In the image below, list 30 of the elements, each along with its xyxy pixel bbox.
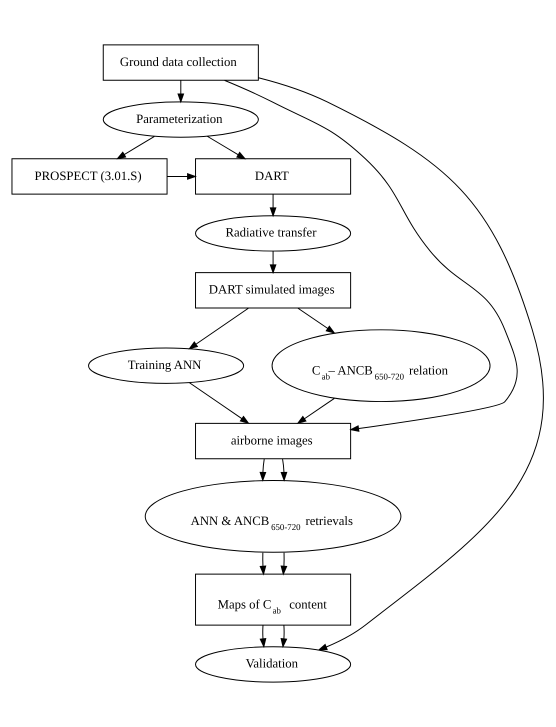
arrow bbox=[280, 458, 288, 482]
node-ellipse: Validation bbox=[195, 646, 352, 683]
arrow bbox=[259, 458, 266, 482]
node-box: DART bbox=[195, 158, 352, 195]
arrow bbox=[188, 382, 250, 424]
arrow bbox=[270, 250, 277, 274]
arrow bbox=[260, 552, 266, 576]
arrow bbox=[296, 398, 335, 424]
node-box: Ground data collection bbox=[102, 44, 259, 81]
node-box: DART simulated images bbox=[195, 272, 352, 308]
node-ellipse: Parameterization bbox=[102, 101, 259, 138]
node-box: Maps of C$_{ab}$ content bbox=[195, 574, 352, 626]
arrow bbox=[280, 624, 288, 648]
arrow bbox=[188, 308, 250, 350]
arrow bbox=[260, 624, 266, 648]
arrow bbox=[177, 80, 184, 104]
arrow bbox=[224, 80, 518, 432]
arrow bbox=[280, 552, 288, 576]
arrow bbox=[166, 173, 197, 180]
arrow bbox=[206, 136, 246, 160]
node-ellipse: Training ANN bbox=[88, 348, 244, 384]
arrow bbox=[116, 136, 155, 160]
node-ellipse: ANN & ANCB$_{650-720}$ retrievals bbox=[144, 480, 402, 553]
arrow bbox=[270, 194, 277, 218]
arrow bbox=[258, 77, 544, 651]
arrow bbox=[297, 308, 336, 334]
node-box: airborne images bbox=[195, 422, 352, 460]
node-ellipse: Radiative transfer bbox=[195, 215, 352, 252]
node-box: PROSPECT (3.01.S) bbox=[11, 158, 168, 195]
node-ellipse: C$_{ab}$– ANCB$_{650-720}$ relation bbox=[272, 329, 491, 402]
